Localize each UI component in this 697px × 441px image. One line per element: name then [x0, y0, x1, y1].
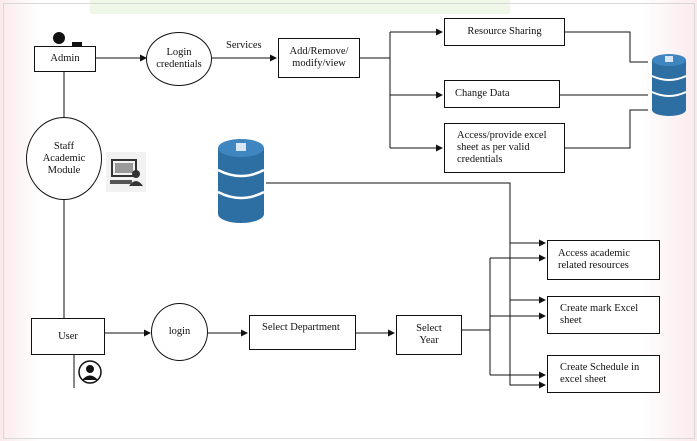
access-excel-box[interactable]: Access/provide excel sheet as per valid …	[444, 123, 565, 173]
create-schedule-label: Create Schedule in excel sheet	[560, 362, 640, 385]
resource-sharing-box[interactable]: Resource Sharing	[444, 18, 565, 46]
add-remove-label: Add/Remove/ modify/view	[289, 46, 349, 69]
select-department-box[interactable]: Select Department	[249, 315, 356, 350]
admin-label: Admin	[50, 53, 80, 64]
user-box[interactable]: User	[31, 318, 105, 355]
change-data-box[interactable]: Change Data	[444, 80, 560, 108]
services-label: Services	[226, 40, 262, 51]
add-remove-box[interactable]: Add/Remove/ modify/view	[278, 38, 360, 78]
create-mark-label: Create mark Excel sheet	[560, 303, 639, 326]
database-icon	[650, 54, 688, 116]
login-node[interactable]: login	[151, 303, 208, 361]
access-excel-label: Access/provide excel sheet as per valid …	[457, 130, 547, 165]
login-label: login	[168, 326, 191, 337]
computer-user-icon	[106, 152, 146, 192]
access-academic-label: Access academic related resources	[558, 248, 630, 271]
admin-box[interactable]: Admin	[34, 46, 96, 72]
user-label: User	[58, 330, 78, 342]
diagram-frame	[3, 3, 695, 439]
user-avatar-icon	[78, 360, 102, 384]
access-academic-box[interactable]: Access academic related resources	[547, 240, 660, 280]
select-year-label: Select Year	[416, 323, 442, 346]
resource-sharing-label: Resource Sharing	[467, 26, 542, 37]
login-credentials-label: Login credentials	[156, 47, 202, 70]
select-department-label: Select Department	[262, 322, 340, 333]
staff-academic-module-node[interactable]: Staff Academic Module	[26, 117, 102, 200]
select-year-box[interactable]: Select Year	[396, 315, 462, 355]
change-data-label: Change Data	[455, 88, 510, 99]
database-icon-main	[216, 138, 266, 224]
create-mark-box[interactable]: Create mark Excel sheet	[547, 296, 660, 334]
login-credentials-node[interactable]: Login credentials	[146, 32, 212, 86]
create-schedule-box[interactable]: Create Schedule in excel sheet	[547, 355, 660, 393]
staff-academic-module-label: Staff Academic Module	[42, 140, 86, 176]
